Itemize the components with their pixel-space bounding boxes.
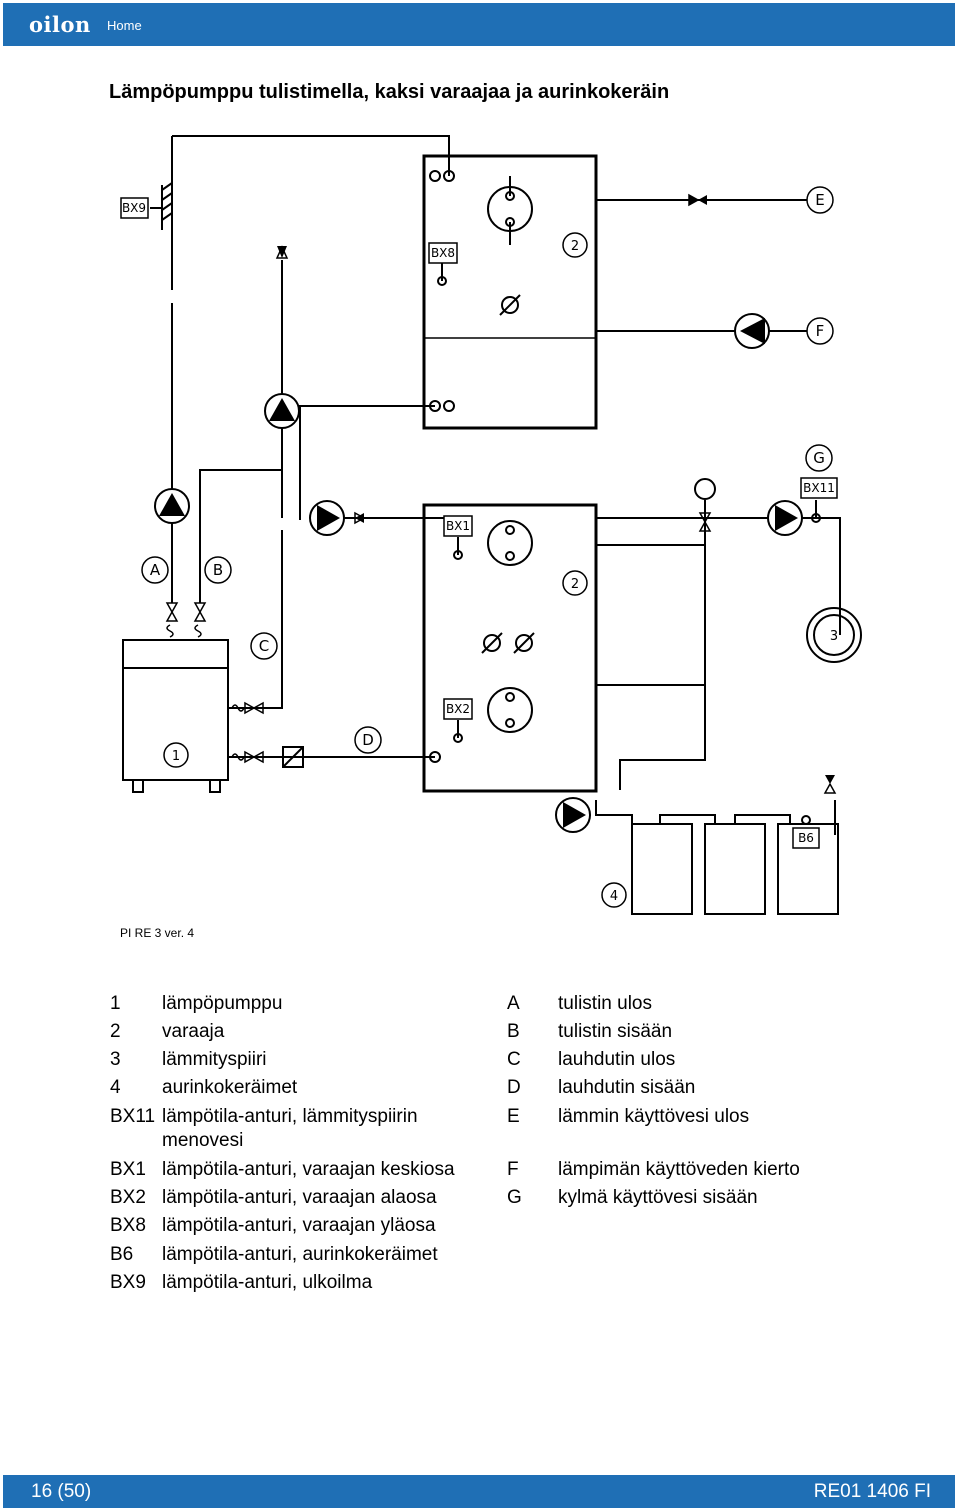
marker-e: E [815,191,824,209]
collector-1 [631,823,693,915]
legend-code: BX9 [110,1272,146,1293]
legend-item: 2 varaaja [110,1021,224,1043]
legend-item: BX9 lämpötila-anturi, ulkoilma [110,1272,372,1294]
marker-tank1: 2 [571,239,579,254]
marker-a: A [150,561,161,579]
heat-pump-unit [122,639,229,781]
legend-text: lämmityspiiri [162,1049,267,1070]
label-bx2: BX2 [446,702,470,716]
legend-text: lämpötila-anturi, varaajan alaosa [162,1187,437,1208]
label-bx8: BX8 [431,246,455,260]
legend-item: B tulistin sisään [507,1021,672,1043]
marker-b: B [213,561,223,579]
legend-item: D lauhdutin sisään [507,1077,695,1099]
marker-d: D [362,731,374,749]
legend-text: lämpimän käyttöveden kierto [558,1159,800,1180]
legend-item: G kylmä käyttövesi sisään [507,1187,758,1209]
legend-item: BX11 lämpötila-anturi, lämmityspiirin me… [110,1106,418,1151]
header-bar: oilon Home [3,3,955,46]
legend-text: lämpötila-anturi, varaajan yläosa [162,1215,436,1236]
marker-collectors: 4 [610,889,618,904]
marker-c: C [259,637,269,655]
legend-text: aurinkokeräimet [162,1077,298,1098]
legend-code: 3 [110,1049,121,1070]
schematic-diagram: BX9 BX8 BX1 BX2 BX11 B6 E F G A B C D 2 … [120,135,862,915]
legend-item: A tulistin ulos [507,993,652,1015]
document-code: RE01 1406 FI [813,1481,931,1502]
legend-item: BX2 lämpötila-anturi, varaajan alaosa [110,1187,437,1209]
tank-upper [422,154,598,430]
legend-item: F lämpimän käyttöveden kierto [507,1159,800,1181]
legend-code: BX1 [110,1159,146,1180]
legend-text: tulistin ulos [558,993,652,1014]
legend-text: varaaja [162,1021,225,1042]
legend-text: lämpöpumppu [162,993,283,1014]
page-number: 16 (50) [31,1481,92,1502]
marker-pump-unit: 1 [172,749,180,764]
label-bx1: BX1 [446,519,470,533]
legend-item: 3 lämmityspiiri [110,1049,267,1071]
legend-item: BX8 lämpötila-anturi, varaajan yläosa [110,1215,436,1237]
legend-code: B [507,1021,520,1042]
legend-code: G [507,1187,522,1208]
label-b6: B6 [798,831,814,845]
collector-2 [704,823,766,915]
legend-code: 4 [110,1077,121,1098]
marker-tank2: 2 [571,577,579,592]
brand-sub: Home [107,18,142,33]
legend-text: lämmin käyttövesi ulos [558,1106,750,1127]
legend-item: E lämmin käyttövesi ulos [507,1106,749,1128]
legend-item: 1 lämpöpumppu [110,993,282,1015]
legend-item: C lauhdutin ulos [507,1049,675,1071]
legend-item: BX1 lämpötila-anturi, varaajan keskiosa [110,1159,455,1181]
legend-code: F [507,1159,519,1180]
label-bx11: BX11 [803,481,835,495]
brand-logo: oilon [29,12,91,37]
legend-text-continued: menovesi [162,1130,244,1151]
tank-lower [422,503,598,793]
legend-code: BX11 [110,1106,156,1127]
marker-f: F [816,322,825,340]
legend-code: 2 [110,1021,121,1042]
legend-code: C [507,1049,521,1070]
marker-g: G [813,449,825,467]
legend-text: tulistin sisään [558,1021,673,1042]
marker-heating: 3 [830,629,838,644]
label-bx9: BX9 [122,201,146,215]
legend-text: lämpötila-anturi, ulkoilma [162,1272,373,1293]
legend-text: lämpötila-anturi, lämmityspiirin [162,1106,418,1127]
legend-code: A [507,993,520,1014]
legend-code: BX8 [110,1215,146,1236]
legend-item: 4 aurinkokeräimet [110,1077,297,1099]
legend-text: kylmä käyttövesi sisään [558,1187,758,1208]
diagram-version: PI RE 3 ver. 4 [120,926,195,940]
legend-code: BX2 [110,1187,146,1208]
legend-code: 1 [110,993,121,1014]
page-title: Lämpöpumppu tulistimella, kaksi varaajaa… [109,81,670,103]
legend-text: lauhdutin ulos [558,1049,676,1070]
legend-text: lämpötila-anturi, varaajan keskiosa [162,1159,455,1180]
footer-bar: 16 (50) RE01 1406 FI [3,1475,955,1508]
legend-code: B6 [110,1244,134,1265]
legend-item: B6 lämpötila-anturi, aurinkokeräimet [110,1244,438,1266]
legend-code: D [507,1077,521,1098]
legend-text: lämpötila-anturi, aurinkokeräimet [162,1244,438,1265]
legend-code: E [507,1106,520,1127]
legend-text: lauhdutin sisään [558,1077,696,1098]
